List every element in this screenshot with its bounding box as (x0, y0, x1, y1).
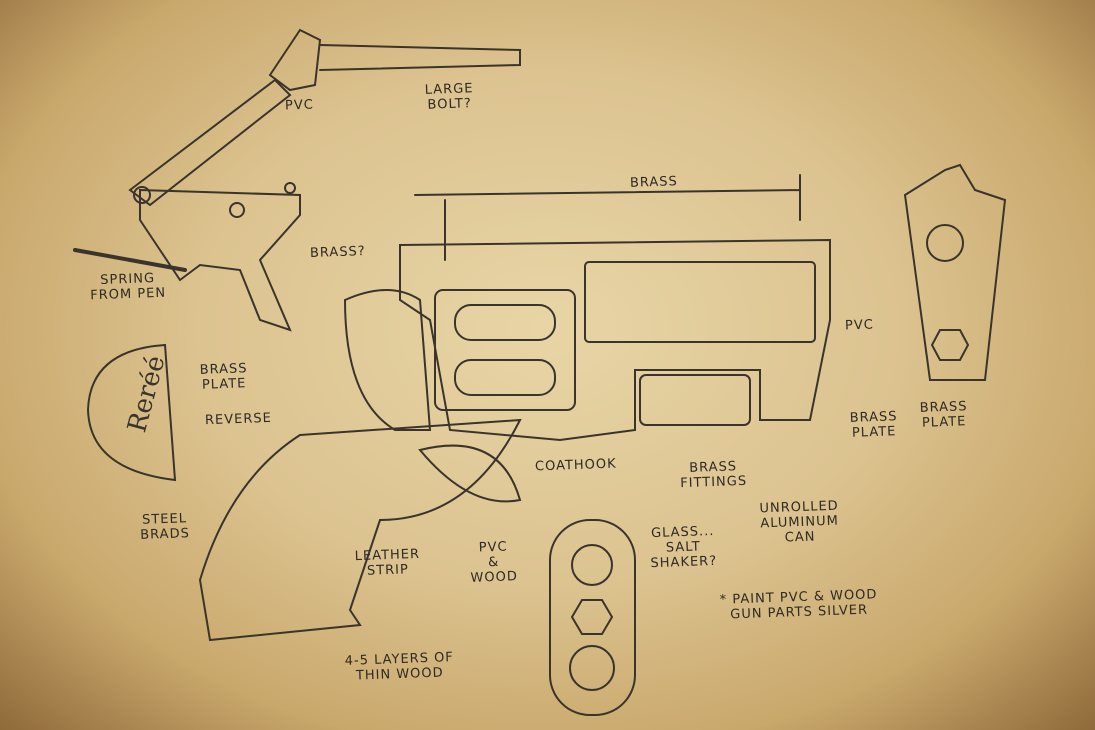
label-brass-top: BRASS (629, 174, 679, 191)
label-spring: SPRING FROM PEN (90, 271, 167, 304)
label-pvc-right: PVC (844, 317, 875, 334)
label-large-bolt: LARGE BOLT? (424, 81, 474, 113)
label-glass-salt-shaker: GLASS... SALT SHAKER? (650, 523, 718, 572)
gun-body (198, 174, 831, 642)
label-pvc-wood: PVC & WOOD (470, 539, 519, 586)
reverse-badge (86, 343, 177, 482)
hammer-mechanism (73, 28, 521, 332)
note-paint-silver: * PAINT PVC & WOOD GUN PARTS SILVER (719, 587, 878, 623)
label-steel-brads: STEEL BRADS (140, 511, 191, 543)
label-leather-strip: LEATHER STRIP (354, 546, 421, 579)
label-brass-plate-mid: BRASS PLATE (849, 409, 898, 441)
label-brass-q: BRASS? (309, 244, 366, 261)
label-brass-fittings: BRASS FITTINGS (680, 459, 748, 492)
plate-bottom (549, 519, 636, 716)
label-aluminum-can: UNROLLED ALUMINUM CAN (759, 498, 840, 546)
label-brass-plate-left: BRASS PLATE (199, 361, 248, 393)
label-brass-plate-right: BRASS PLATE (919, 399, 968, 431)
logo-lettering: Reréé (122, 352, 171, 435)
plate-right (903, 163, 1007, 381)
label-layers-wood: 4-5 LAYERS OF THIN WOOD (344, 650, 455, 684)
label-pvc-top: PVC (284, 97, 315, 114)
label-reverse: REVERSE (204, 410, 273, 429)
label-coathook: COATHOOK (534, 456, 617, 475)
